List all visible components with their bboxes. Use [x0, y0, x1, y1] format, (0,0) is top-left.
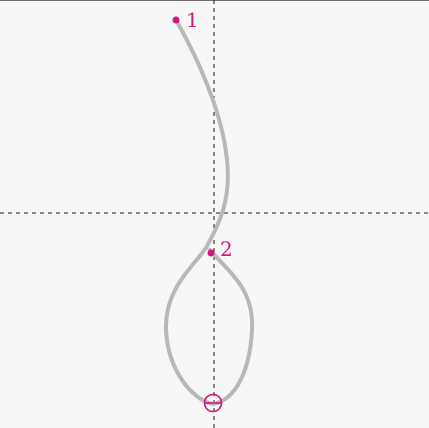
- point-2[interactable]: 2: [207, 237, 233, 261]
- point-1-label: 1: [186, 8, 199, 32]
- target-ring: [203, 393, 223, 413]
- circle-target-icon[interactable]: [203, 393, 223, 413]
- point-2-dot: [207, 249, 215, 257]
- point-2-label: 2: [220, 237, 233, 261]
- point-1-dot: [172, 16, 180, 24]
- stroke-path: [163, 18, 255, 406]
- point-1[interactable]: 1: [172, 8, 199, 32]
